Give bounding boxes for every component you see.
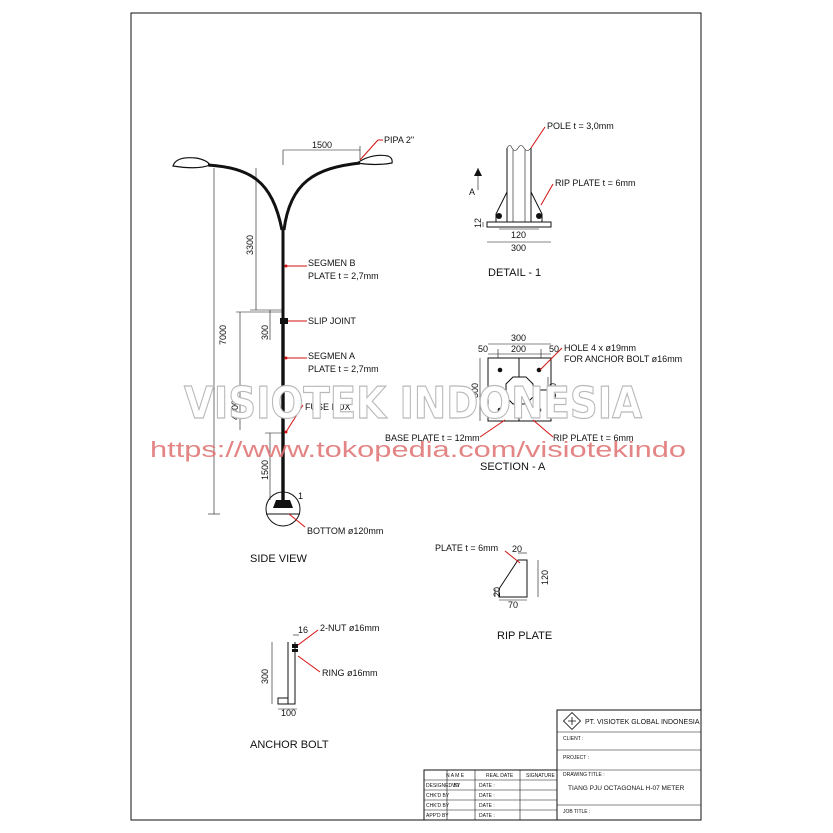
detail-dim-12: 12 bbox=[473, 218, 483, 228]
anchor-dim-16: 16 bbox=[298, 625, 308, 635]
segmen-b-plate: PLATE t = 2,7mm bbox=[308, 271, 379, 281]
dim-3300: 3300 bbox=[245, 235, 255, 255]
section-dim-50-right: 50 bbox=[549, 344, 559, 354]
segmen-b-label: SEGMEN B bbox=[308, 258, 356, 268]
dim-1500-fuse: 1500 bbox=[260, 460, 270, 480]
rip-dim-70: 70 bbox=[508, 600, 518, 610]
drawing-title-label: DRAWING TITLE : bbox=[563, 772, 605, 778]
detail-mark: 1 bbox=[298, 491, 303, 501]
dim-300-slip: 300 bbox=[260, 325, 270, 340]
arm-span-dim: 1500 bbox=[312, 140, 332, 150]
rip-dim-20-left: 20 bbox=[492, 587, 502, 597]
left-lamp-head bbox=[172, 157, 211, 169]
rip-plate-label: PLATE t = 6mm bbox=[435, 543, 498, 553]
drawing-title: TIANG PJU OCTAGONAL H-07 METER bbox=[568, 785, 685, 792]
detail-rip-label: RIP PLATE t = 6mm bbox=[555, 178, 635, 188]
anchor-bolt-title: ANCHOR BOLT bbox=[250, 739, 329, 751]
rip-plate-title: RIP PLATE bbox=[497, 630, 552, 642]
col-sign: SIGNATURE bbox=[526, 773, 555, 779]
detail-section-mark: A bbox=[469, 187, 475, 197]
section-hole-note: FOR ANCHOR BOLT ø16mm bbox=[564, 354, 682, 364]
project-label: PROJECT : bbox=[563, 755, 589, 761]
col-date: REAL DATE bbox=[486, 773, 514, 779]
section-a: 300 50 200 50 300 120 HOLE 4 x ø19mm FOR… bbox=[385, 333, 682, 473]
detail-dim-300: 300 bbox=[511, 243, 526, 253]
slip-joint-label: SLIP JOINT bbox=[308, 316, 356, 326]
rip-dim-20-top: 20 bbox=[512, 544, 522, 554]
row-4-date: DATE : bbox=[479, 813, 495, 819]
section-hole-label: HOLE 4 x ø19mm bbox=[564, 343, 636, 353]
row-4-label: APP'D BY bbox=[426, 813, 449, 819]
section-rip-label: RIP PLATE t = 6mm bbox=[553, 433, 633, 443]
side-view: 1500 PIPA 2" 7000 3300 300 4000 1500 SEG… bbox=[172, 135, 414, 565]
watermark-url: https://www.tokopedia.com/visiotekindo bbox=[150, 437, 686, 462]
dim-7000: 7000 bbox=[218, 325, 228, 345]
section-title: SECTION - A bbox=[480, 461, 546, 473]
title-block: PT. VISIOTEK GLOBAL INDONESIA CLIENT : P… bbox=[423, 709, 702, 821]
segmen-a-label: SEGMEN A bbox=[308, 351, 355, 361]
detail-circle bbox=[265, 491, 301, 527]
client-label: CLIENT : bbox=[563, 736, 583, 742]
fuse-box-label: FUSE BOX bbox=[305, 402, 351, 412]
anchor-dim-300: 300 bbox=[260, 669, 270, 684]
rip-plate-view: 20 120 20 70 PLATE t = 6mm RIP PLATE bbox=[435, 543, 552, 642]
company-name: PT. VISIOTEK GLOBAL INDONESIA bbox=[585, 719, 700, 726]
section-dim-120: 120 bbox=[548, 383, 558, 398]
section-dim-300-top: 300 bbox=[511, 333, 526, 343]
watermark-brand: VISIOTEK INDONESIA bbox=[184, 378, 642, 429]
anchor-dim-100: 100 bbox=[281, 708, 296, 718]
side-view-title: SIDE VIEW bbox=[250, 553, 307, 565]
row-2-date: DATE : bbox=[479, 793, 495, 799]
pole-base bbox=[273, 500, 293, 508]
row-3-date: DATE : bbox=[479, 803, 495, 809]
pipa-label: PIPA 2" bbox=[384, 135, 414, 145]
left-arm bbox=[207, 163, 284, 231]
row-1-name: VG bbox=[452, 783, 459, 789]
anchor-nut-label: 2-NUT ø16mm bbox=[320, 623, 379, 633]
row-2-label: CHK'D BY bbox=[426, 793, 450, 799]
col-name: N A M E bbox=[446, 773, 465, 779]
section-dim-200: 200 bbox=[511, 344, 526, 354]
anchor-ring-label: RING ø16mm bbox=[322, 668, 378, 678]
bottom-label: BOTTOM ø120mm bbox=[307, 526, 383, 536]
right-arm bbox=[282, 161, 361, 231]
rip-dim-120: 120 bbox=[540, 570, 550, 585]
job-title-label: JOB TITLE : bbox=[563, 809, 590, 815]
company-logo-icon bbox=[562, 711, 582, 731]
right-lamp-head bbox=[355, 154, 393, 166]
row-1-date: DATE : bbox=[479, 783, 495, 789]
segmen-a-plate: PLATE t = 2,7mm bbox=[308, 364, 379, 374]
detail-1: 12 120 300 A POLE t = 3,0mm RIP PLATE t … bbox=[469, 121, 635, 279]
section-dim-300-side: 300 bbox=[470, 383, 480, 398]
anchor-bolt: 16 300 100 2-NUT ø16mm RING ø16mm ANCHOR… bbox=[250, 623, 379, 751]
section-base-plate-label: BASE PLATE t = 12mm bbox=[385, 433, 480, 443]
detail-dim-120: 120 bbox=[511, 230, 526, 240]
sheet-border bbox=[130, 12, 702, 821]
detail-pole-label: POLE t = 3,0mm bbox=[547, 121, 614, 131]
detail-title: DETAIL - 1 bbox=[488, 267, 541, 279]
dim-4000: 4000 bbox=[230, 400, 240, 420]
row-1-label: DESIGNED BY bbox=[426, 783, 461, 789]
row-3-label: CHK'D BY bbox=[426, 803, 450, 809]
section-dim-50-left: 50 bbox=[478, 344, 488, 354]
